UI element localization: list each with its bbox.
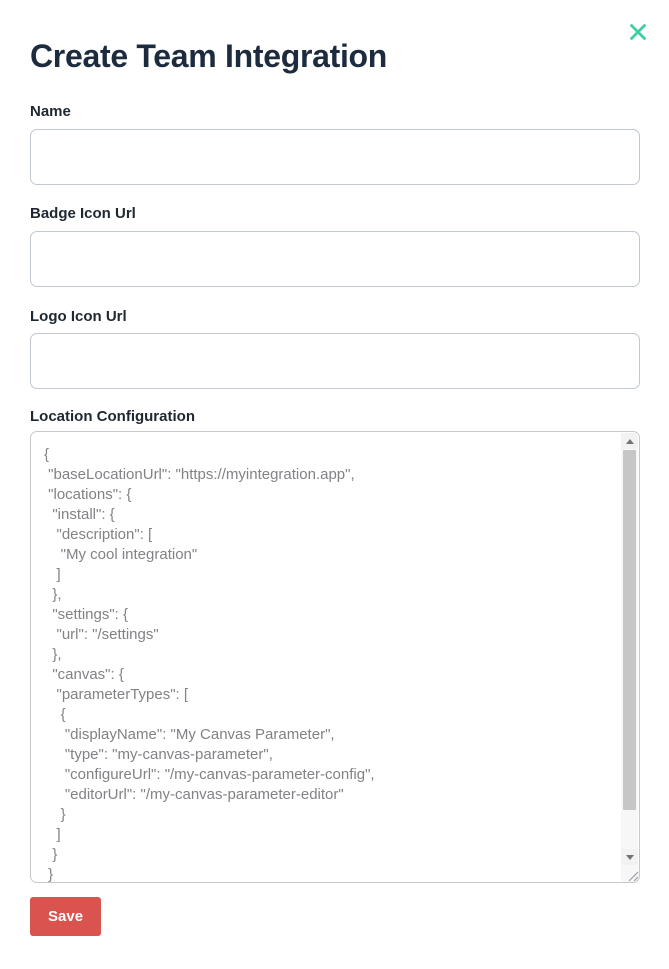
page-title: Create Team Integration [30,38,388,74]
save-button[interactable]: Save [30,897,102,936]
scrollbar[interactable] [621,433,638,881]
scrollbar-thumb[interactable] [623,450,636,810]
badge-icon-url-input[interactable] [30,231,640,287]
close-icon [629,23,647,41]
location-config-label: Location Configuration [30,408,195,425]
triangle-up-icon [625,438,634,444]
resize-grip[interactable] [623,866,639,882]
logo-icon-url-label: Logo Icon Url [30,308,127,325]
scrollbar-up-button[interactable] [621,433,638,449]
scrollbar-down-button[interactable] [621,849,638,865]
resize-grip-icon [628,871,639,882]
logo-icon-url-input[interactable] [30,333,640,389]
close-button[interactable] [624,18,652,46]
name-field-label: Name [30,103,71,120]
triangle-down-icon [625,854,634,860]
location-config-editor[interactable]: { "baseLocationUrl": "https://myintegrat… [30,431,640,883]
location-config-code[interactable]: { "baseLocationUrl": "https://myintegrat… [44,446,375,882]
name-input[interactable] [30,129,640,185]
badge-icon-url-label: Badge Icon Url [30,205,136,222]
